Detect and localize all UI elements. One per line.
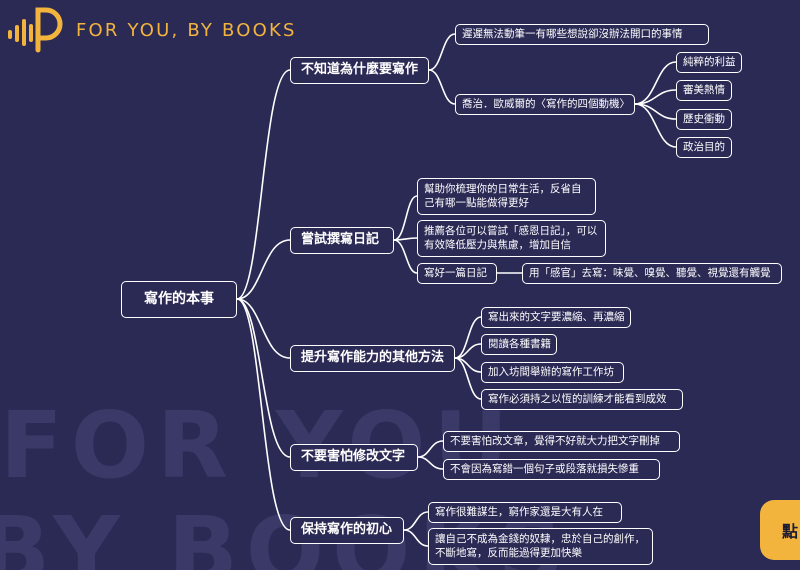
node-hard-to-make-living[interactable]: 寫作很難謀生，窮作家還是大有人在 [428,502,622,523]
branch-keep-original-intent[interactable]: 保持寫作的初心 [290,517,404,544]
node-write-good-diary[interactable]: 寫好一篇日記 [417,263,497,284]
node-motive-egoism[interactable]: 純粹的利益 [676,52,742,73]
node-orwell-four-motives[interactable]: 喬治．歐威爾的〈寫作的四個動機〉 [455,94,635,115]
node-motive-political[interactable]: 政治目的 [676,137,732,158]
node-read-books[interactable]: 閱讀各種書籍 [481,334,557,355]
brand-header: FOR YOU, BY BOOKS [8,6,297,54]
node-gratitude-diary[interactable]: 推薦各位可以嘗試「感恩日記」，可以有效降低壓力與焦慮，增加自信 [417,220,606,257]
branch-try-diary[interactable]: 嘗試撰寫日記 [290,227,394,254]
node-diary-reflect[interactable]: 幫助你梳理你的日常生活，反省自己有哪一點能做得更好 [417,178,596,215]
node-motive-historical[interactable]: 歷史衝動 [676,109,732,130]
branch-improve-writing[interactable]: 提升寫作能力的其他方法 [290,345,455,372]
node-practice-persistently[interactable]: 寫作必須持之以恆的訓練才能看到成效 [481,389,683,410]
node-write-with-senses[interactable]: 用「感官」去寫：味覺、嗅覺、聽覺、視覺還有觸覺 [522,263,782,284]
mindmap-root-node[interactable]: 寫作的本事 [121,281,237,318]
watermark-line-1: FOR YOU [0,392,517,499]
branch-dont-fear-editing[interactable]: 不要害怕修改文字 [290,444,418,471]
node-delete-boldly[interactable]: 不要害怕改文章，覺得不好就大力把文字刪掉 [443,431,680,452]
branch-why-write[interactable]: 不知道為什麼要寫作 [290,57,429,84]
brand-title: FOR YOU, BY BOOKS [76,19,297,41]
books-logo-icon [8,7,63,53]
node-no-big-loss[interactable]: 不會因為寫錯一個句子或段落就損失慘重 [443,459,660,480]
node-motive-aesthetic[interactable]: 審美熱情 [676,80,732,101]
node-reluctant-to-write[interactable]: 遲遲無法動筆一有哪些想說卻沒辦法開口的事情 [455,24,709,45]
node-join-workshop[interactable]: 加入坊間舉辦的寫作工作坊 [481,362,624,383]
node-condense-text[interactable]: 寫出來的文字要濃縮、再濃縮 [481,307,631,328]
floating-action-button[interactable]: 點 [760,500,800,560]
node-not-slave-to-money[interactable]: 讓自己不成為金錢的奴隸，忠於自己的創作，不斷地寫，反而能過得更加快樂 [428,528,653,565]
